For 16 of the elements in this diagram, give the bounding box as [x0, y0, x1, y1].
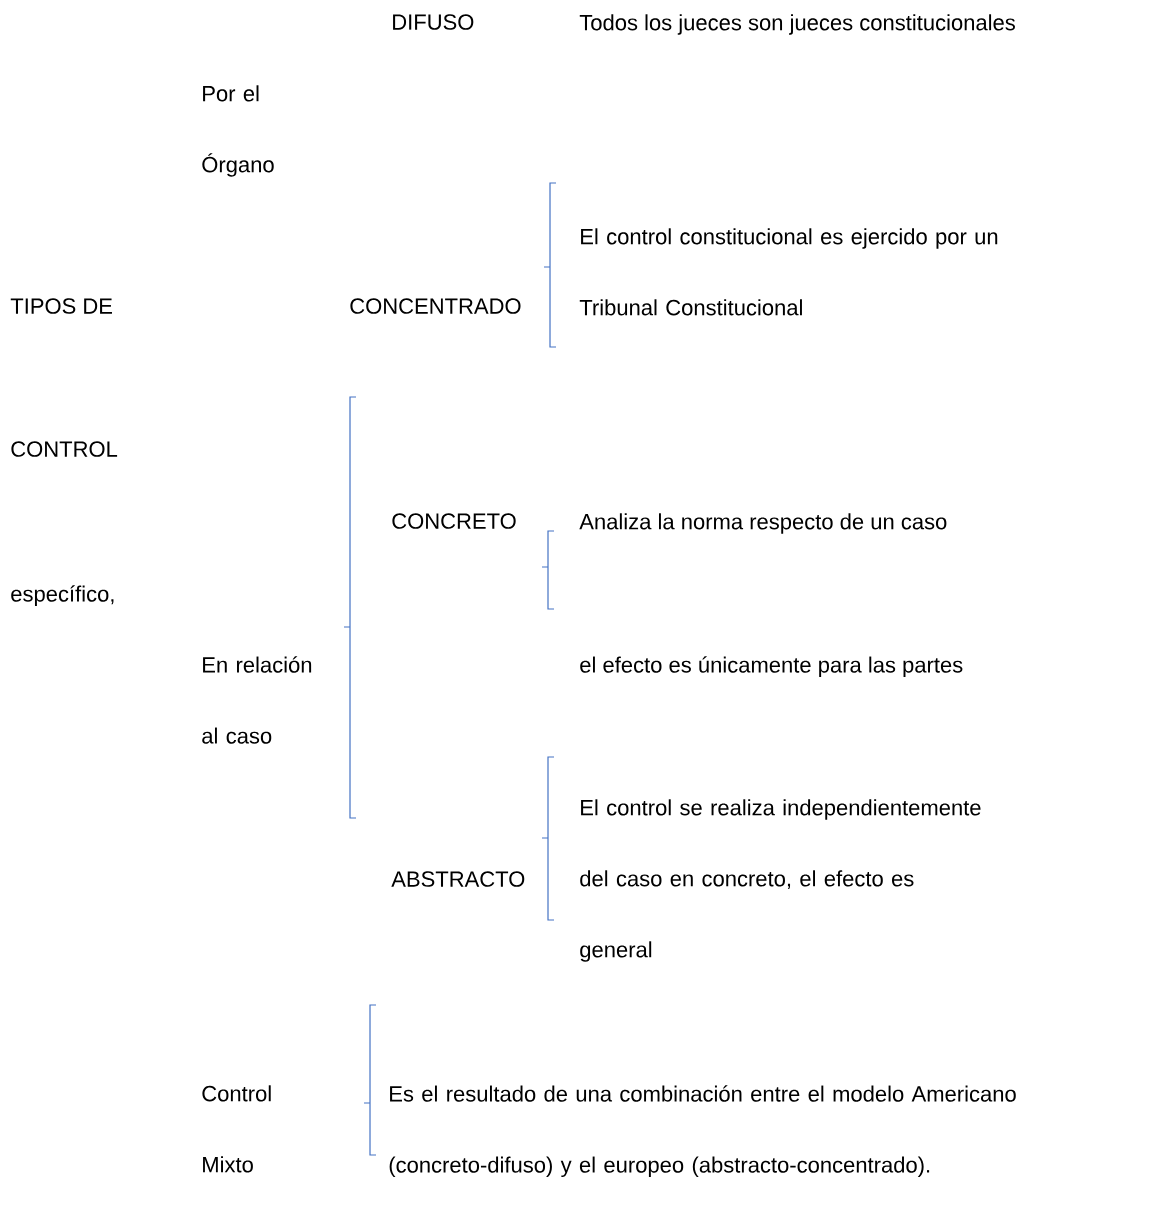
category-label: CONCENTRADO — [350, 298, 521, 314]
category-label: CONTROL — [11, 441, 118, 457]
category-label: ABSTRACTO — [391, 871, 525, 887]
category-label: CONCRETO — [392, 513, 516, 529]
description-text: El control constitucional es ejercido por un Tribunal Constitucional — [579, 228, 998, 316]
category-label: TIPOS DE — [10, 298, 112, 314]
category-label: En relación al caso — [202, 656, 312, 744]
description-text: el efecto es únicamente para las partes — [580, 656, 963, 678]
description-text: El control se realiza independientemente del caso en concreto, el efecto es general — [580, 799, 981, 962]
description-text: Es el resultado de una combinación entre el modelo Americano (concreto-difuso) y el europeo (abstracto-concentrado). — [389, 1085, 1016, 1178]
category-label: Control Mixto — [202, 1085, 271, 1173]
category-label: Por el Órgano — [202, 85, 274, 177]
description-text: Analiza la norma respecto de un caso — [579, 513, 947, 534]
category-label: específico, — [11, 585, 114, 607]
category-label: DIFUSO — [393, 14, 474, 30]
description-text: Todos los jueces son jueces constitucionales — [579, 14, 1015, 35]
